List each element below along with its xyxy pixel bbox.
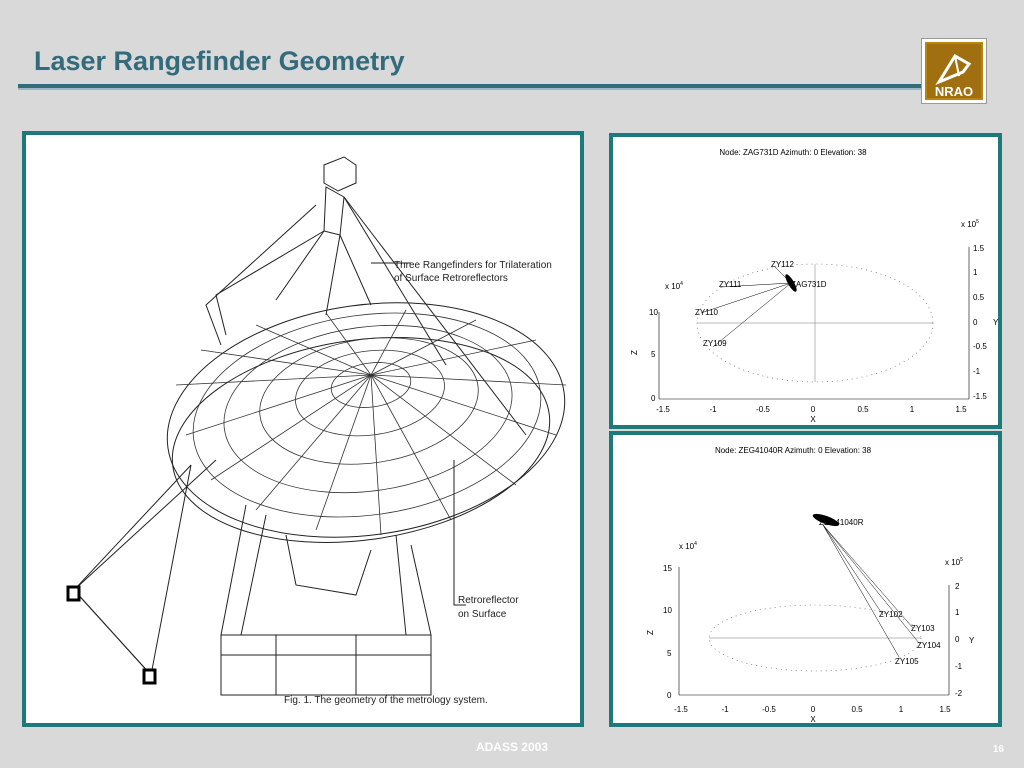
x-tick: 0 [811,405,816,414]
rangefinder-label: ZY102 [879,610,903,619]
y-tick: 0.5 [973,293,985,302]
x-tick: 0 [811,705,816,714]
rangefinder-box-2 [142,668,157,685]
label-rangefinders-1: Three Rangefinders for Trilateration [394,260,552,271]
plot-zeg41040r: Node: ZEG41040R Azimuth: 0 Elevation: 38… [646,446,975,724]
x-tick: -0.5 [756,405,770,414]
page-number: 16 [992,744,1004,755]
z-tick: 10 [663,606,672,615]
x-tick: 1 [910,405,915,414]
x-label: X [810,415,816,424]
node-label: ZEG41040R [819,518,864,527]
label-retro-1: Retroreflector [458,595,519,606]
x-tick: 1.5 [955,405,967,414]
z-tick-0: 0 [651,394,656,403]
x-tick: 0.5 [857,405,869,414]
y-tick: -1 [955,662,963,671]
antenna-figure-panel: Three Rangefinders for Trilateration of … [22,131,584,727]
node-cluster [812,513,840,527]
rangefinder-label: ZY103 [911,624,935,633]
label-rangefinders-2: of Surface Retroreflectors [394,273,508,284]
x-tick: 1.5 [939,705,951,714]
plot-zag731d-panel: Node: ZAG731D Azimuth: 0 Elevation: 38 x… [609,133,1002,429]
y-tick: 1 [955,608,960,617]
x-label: X [810,715,816,723]
plot-title: Node: ZEG41040R Azimuth: 0 Elevation: 38 [715,446,872,455]
y-tick: 1 [973,268,978,277]
z-tick: 0 [667,691,672,700]
y-tick: -0.5 [973,342,987,351]
plot-zeg41040r-panel: Node: ZEG41040R Azimuth: 0 Elevation: 38… [609,431,1002,727]
rangefinder-label: ZY105 [895,657,919,666]
x-tick: -1 [709,405,717,414]
z-tick: 5 [667,649,672,658]
z-tick-5: 5 [651,350,656,359]
y-tick: 0 [973,318,978,327]
title-rule [18,84,986,90]
z-label: Z [646,630,655,635]
y-label: Y [993,318,998,327]
rangefinder-label: ZY112 [771,260,795,269]
z-label: Z [630,350,639,355]
rangefinder-label: ZY111 [719,280,742,289]
x-tick: -1.5 [674,705,688,714]
rangefinder-label: ZY109 [703,339,727,348]
y-tick: -1.5 [973,392,987,401]
logo-text: NRAO [935,84,973,99]
slide-footer: ADASS 2003 [475,740,549,754]
y-scale: x 105 [961,219,979,229]
x-tick: -0.5 [762,705,776,714]
x-tick: -1.5 [656,405,670,414]
plot-zag731d: Node: ZAG731D Azimuth: 0 Elevation: 38 x… [630,148,999,424]
y-tick: 0 [955,635,960,644]
rangefinder-label: ZY104 [917,641,941,650]
plot-title: Node: ZAG731D Azimuth: 0 Elevation: 38 [719,148,867,157]
y-label: Y [969,636,975,645]
nrao-logo-icon: NRAO [925,42,983,100]
y-tick: 2 [955,582,960,591]
node-label: ZAG731D [791,280,827,289]
x-tick: -1 [721,705,729,714]
x-tick: 1 [899,705,904,714]
z-tick-10: 10 [649,308,658,317]
rangefinder-box-1 [66,585,81,602]
y-scale: x 105 [945,557,963,567]
slide-title: Laser Rangefinder Geometry [34,46,405,76]
rangefinder-label: ZY110 [695,308,719,317]
antenna-drawing: Three Rangefinders for Trilateration of … [66,156,567,706]
z-tick: 15 [663,564,672,573]
y-tick: -1 [973,367,981,376]
z-scale: x 104 [665,281,683,291]
label-retro-2: on Surface [458,609,507,620]
z-scale: x 104 [679,541,697,551]
x-tick: 0.5 [851,705,863,714]
nrao-logo: NRAO [921,38,987,104]
y-tick: -2 [955,689,963,698]
figure-caption: Fig. 1. The geometry of the metrology sy… [284,695,488,706]
y-tick: 1.5 [973,244,985,253]
